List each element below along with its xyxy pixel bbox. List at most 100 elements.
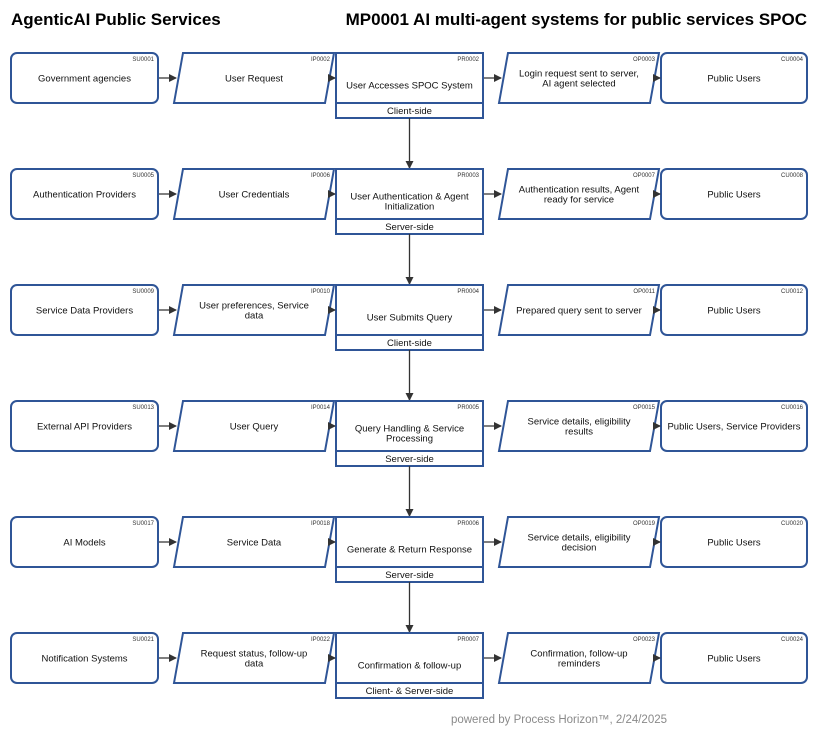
output-code: OP0007 (633, 173, 656, 179)
output-code: OP0019 (633, 521, 656, 527)
customer-label-line-1: Public Users, Service Providers (667, 422, 800, 433)
input-label-line-1: Request status, follow-up (201, 649, 308, 660)
input-code: IP0018 (311, 521, 331, 527)
customer-box (660, 632, 808, 684)
process-side-label: Server-side (385, 570, 434, 581)
input-shape (172, 284, 336, 336)
process-side-label: Client- & Server-side (366, 686, 454, 697)
output-code: OP0023 (633, 637, 656, 643)
output-label-line-2: results (565, 427, 593, 438)
supplier-label-line-1: Notification Systems (41, 654, 127, 665)
input-label-line-2: data (245, 311, 264, 322)
process-side-label: Client-side (387, 338, 432, 349)
output-label-line-1: Confirmation, follow-up (530, 649, 627, 660)
input-label-line-1: User preferences, Service (199, 301, 309, 312)
header-right-title: MP0001 AI multi-agent systems for public… (346, 10, 807, 29)
customer-box (660, 168, 808, 220)
process-side-label: Client-side (387, 106, 432, 117)
process-box (335, 516, 484, 568)
customer-code: CU0024 (781, 637, 804, 643)
output-shape (497, 168, 661, 220)
output-label-line-2: ready for service (544, 195, 614, 206)
output-shape (497, 52, 661, 104)
input-code: IP0006 (311, 173, 331, 179)
supplier-box (10, 52, 159, 104)
process-box (335, 400, 484, 452)
input-code: IP0010 (311, 289, 331, 295)
output-label-line-1: Service details, eligibility (528, 533, 631, 544)
customer-box (660, 52, 808, 104)
output-shape (497, 400, 661, 452)
input-code: IP0014 (311, 405, 331, 411)
output-shape (497, 516, 661, 568)
output-label-line-2: AI agent selected (542, 79, 615, 90)
supplier-box (10, 284, 159, 336)
process-code: PR0005 (457, 405, 479, 411)
supplier-box (10, 516, 159, 568)
input-label-line-1: User Credentials (219, 190, 290, 201)
customer-code: CU0008 (781, 173, 804, 179)
customer-label-line-1: Public Users (707, 654, 761, 665)
input-label-line-1: User Query (230, 422, 279, 433)
supplier-code: SU0021 (132, 637, 154, 643)
supplier-code: SU0013 (132, 405, 154, 411)
customer-code: CU0020 (781, 521, 804, 527)
process-box (335, 168, 484, 220)
input-code: IP0002 (311, 57, 331, 63)
process-code: PR0007 (457, 637, 479, 643)
process-code: PR0002 (457, 57, 479, 63)
customer-code: CU0004 (781, 57, 804, 63)
process-side-band (335, 682, 484, 699)
output-label-line-1: Login request sent to server, (519, 69, 639, 80)
process-label-line-1: Confirmation & follow-up (358, 661, 462, 672)
process-label-line-2: Initialization (385, 202, 435, 213)
process-label-line-1: User Submits Query (367, 313, 453, 324)
process-box (335, 284, 484, 336)
process-code: PR0004 (457, 289, 479, 295)
customer-label-line-1: Public Users (707, 306, 761, 317)
output-label-line-1: Authentication results, Agent (519, 185, 640, 196)
process-label-line-1: Generate & Return Response (347, 545, 472, 556)
input-shape (172, 168, 336, 220)
process-side-label: Server-side (385, 222, 434, 233)
output-label-line-1: Prepared query sent to server (516, 306, 642, 317)
customer-code: CU0012 (781, 289, 804, 295)
input-label-line-1: Service Data (227, 538, 282, 549)
output-label-line-2: reminders (558, 659, 600, 670)
process-label-line-2: Processing (386, 434, 433, 445)
customer-box (660, 284, 808, 336)
supplier-code: SU0001 (132, 57, 154, 63)
input-shape (172, 516, 336, 568)
header-left-title: AgenticAI Public Services (11, 10, 221, 29)
output-label-line-2: decision (562, 543, 597, 554)
supplier-label-line-1: External API Providers (37, 422, 132, 433)
process-code: PR0006 (457, 521, 479, 527)
customer-label-line-1: Public Users (707, 190, 761, 201)
supplier-box (10, 168, 159, 220)
output-code: OP0011 (633, 289, 655, 295)
customer-box (660, 516, 808, 568)
supplier-code: SU0009 (132, 289, 154, 295)
process-label-line-1: Query Handling & Service (355, 424, 464, 435)
input-code: IP0022 (311, 637, 331, 643)
supplier-label-line-1: Authentication Providers (33, 190, 136, 201)
supplier-code: SU0005 (132, 173, 154, 179)
supplier-label-line-1: Government agencies (38, 74, 131, 85)
output-shape (497, 632, 661, 684)
input-label-line-2: data (245, 659, 264, 670)
supplier-box (10, 632, 159, 684)
customer-code: CU0016 (781, 405, 804, 411)
process-label-line-1: User Authentication & Agent (350, 192, 469, 203)
customer-label-line-1: Public Users (707, 74, 761, 85)
supplier-label-line-1: Service Data Providers (36, 306, 133, 317)
supplier-label-line-1: AI Models (63, 538, 105, 549)
supplier-code: SU0017 (132, 521, 154, 527)
input-shape (172, 400, 336, 452)
input-shape (172, 52, 336, 104)
